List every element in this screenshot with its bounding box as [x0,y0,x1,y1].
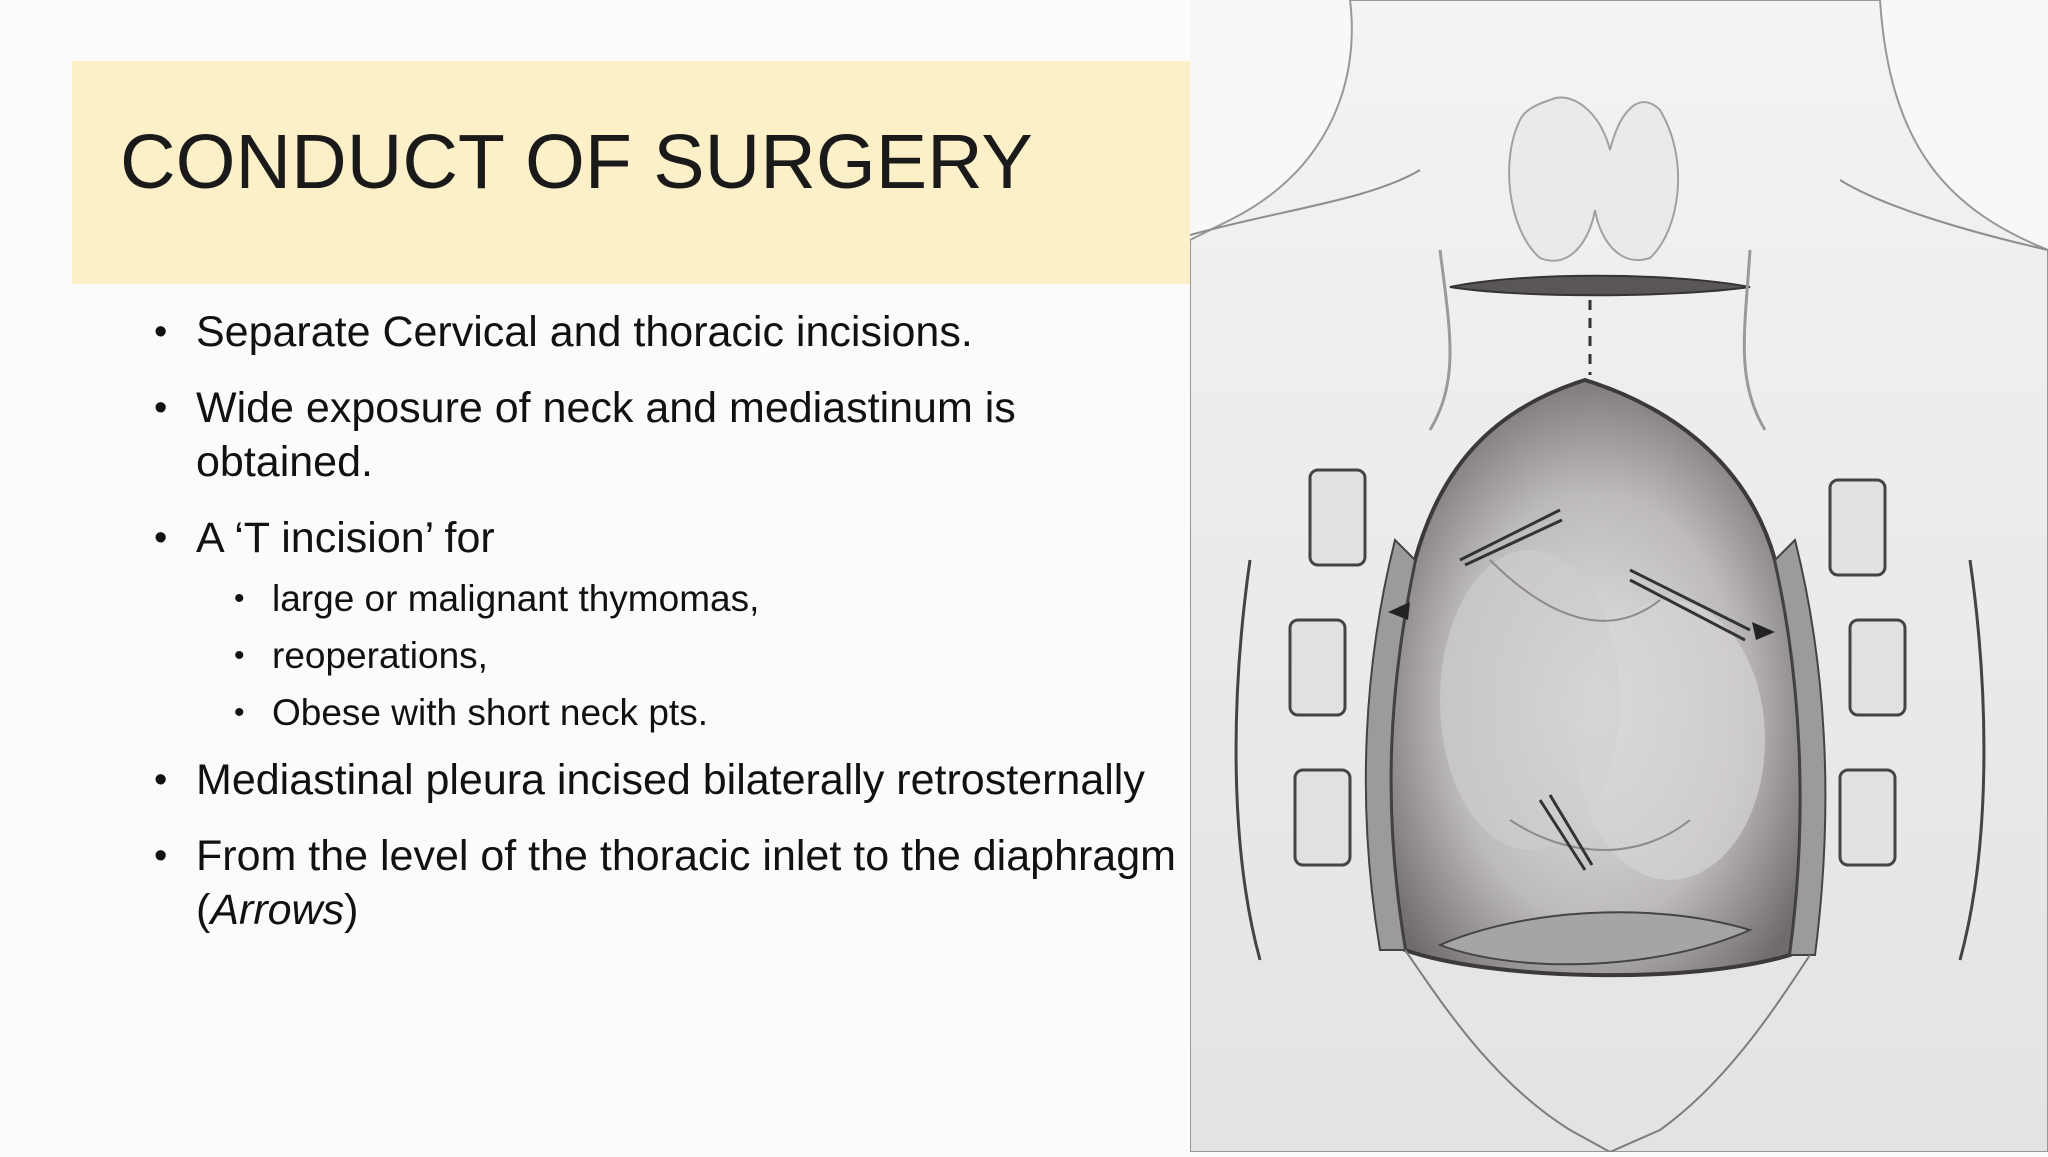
surgical-illustration [1189,0,2048,1154]
sub-bullet-item: Obese with short neck pts. [150,691,1180,735]
sub-bullet-item: reoperations, [150,634,1180,678]
bullet-item: A ‘T incision’ for [150,511,1180,565]
bullet-item: Separate Cervical and thoracic incisions… [150,305,1180,359]
bullet-text-end: ) [344,886,359,934]
bullet-item: From the level of the thoracic inlet to … [150,829,1180,937]
bullet-item: Wide exposure of neck and mediastinum is… [150,381,1180,489]
title-band [72,61,1190,284]
sub-bullet-list: large or malignant thymomas, reoperation… [150,577,1180,735]
slide-title: CONDUCT OF SURGERY [120,119,1033,205]
sternotomy-drawing [1189,0,2048,1154]
bullet-text: From the level of the thoracic inlet to … [196,832,1176,934]
bullet-list: Separate Cervical and thoracic incisions… [150,305,1180,959]
sub-bullet-item: large or malignant thymomas, [150,577,1180,621]
bullet-item: Mediastinal pleura incised bilaterally r… [150,753,1180,807]
bullet-italic-text: Arrows [210,886,345,934]
